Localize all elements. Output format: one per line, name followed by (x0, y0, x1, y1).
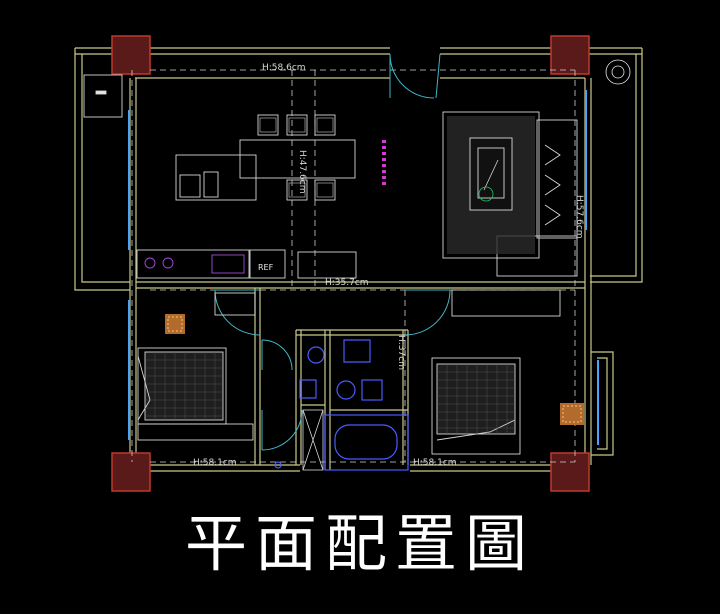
dimension-labels: H:58.6cm H:47.6cm H:57.6cm H:35.7cm H:37… (193, 63, 584, 468)
drawing-title: 平面配置圖 (184, 507, 535, 580)
bathroom-fixtures (274, 339, 409, 471)
dim-mid-width: H:35.7cm (325, 278, 369, 288)
refrigerator-label: REF (258, 263, 274, 272)
column-top-right (550, 35, 590, 75)
doors (214, 53, 451, 451)
dim-bottom-right-width: H:58.1cm (413, 458, 457, 468)
windows (128, 90, 599, 445)
dim-right-height: H:57.6cm (574, 195, 584, 239)
shower-tray (302, 409, 324, 471)
dim-bottom-left-width: H:58.1cm (193, 458, 237, 468)
plant-icon (478, 59, 631, 202)
dim-top-width: H:58.6cm (262, 63, 306, 73)
dim-bath-height: H:37cm (396, 335, 406, 370)
magenta-note (382, 140, 386, 185)
column-bottom-left (111, 452, 151, 492)
bed-grid (145, 352, 515, 434)
column-top-left (111, 35, 151, 75)
structural-columns (111, 35, 590, 492)
nightstands (165, 314, 584, 425)
sofa-hatch (447, 116, 535, 254)
dim-center-height: H:47.6cm (297, 150, 307, 194)
bedroom-furniture (137, 289, 561, 455)
column-bottom-right (550, 452, 590, 492)
